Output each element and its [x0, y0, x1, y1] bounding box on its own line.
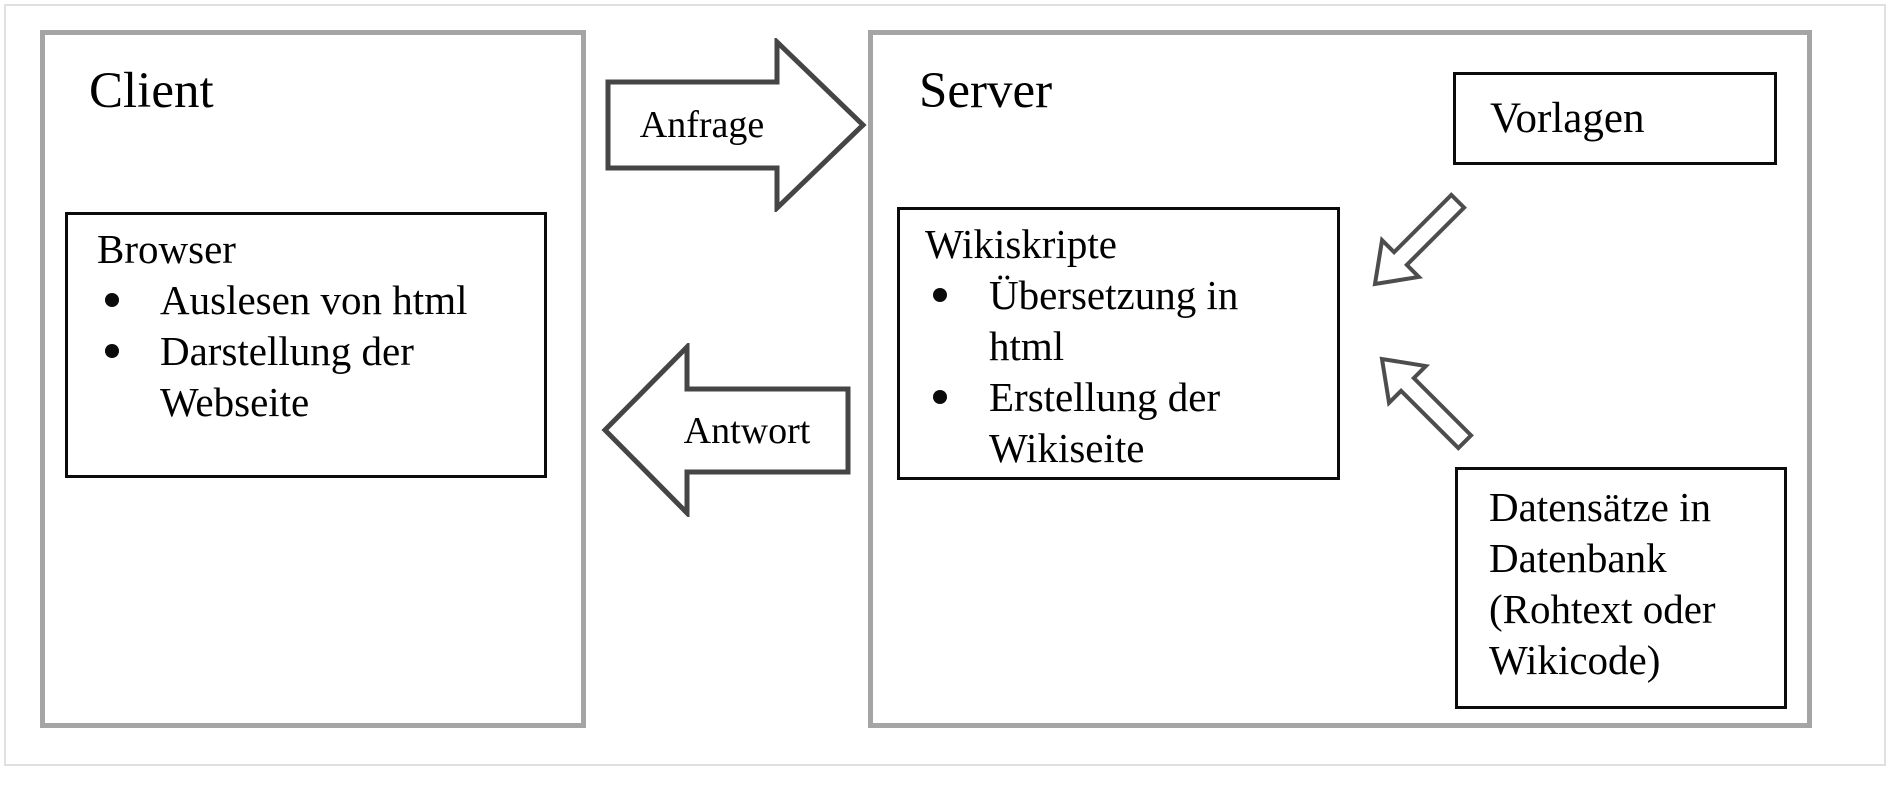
client-container: Client Browser Auslesen von html Darstel…	[40, 30, 586, 728]
wikiscripts-bullet-item: Erstellung der Wikiseite	[925, 372, 1302, 474]
browser-box: Browser Auslesen von html Darstellung de…	[65, 212, 547, 478]
wikiscripts-bullet-item: Übersetzung in html	[925, 270, 1302, 372]
wikiscripts-title: Wikiskripte	[925, 221, 1117, 267]
arrow-down-left-icon	[1372, 192, 1467, 287]
browser-title: Browser	[97, 226, 236, 272]
browser-bullet-item: Darstellung der Webseite	[97, 326, 509, 428]
response-arrow-label: Antwort	[683, 409, 811, 452]
datasets-box: Datensätze in Datenbank (Rohtext oder Wi…	[1455, 467, 1787, 709]
templates-to-wikiscripts-arrow	[1351, 178, 1481, 308]
browser-bullet-list: Auslesen von html Darstellung der Websei…	[97, 275, 534, 428]
client-title: Client	[89, 63, 214, 119]
request-arrow-label: Anfrage	[639, 104, 765, 146]
wikiscripts-bullet-list: Übersetzung in html Erstellung der Wikis…	[925, 270, 1327, 474]
browser-bullet-item: Auslesen von html	[97, 275, 509, 326]
response-arrow: Antwort	[601, 343, 851, 517]
datasets-label: Datensätze in Datenbank (Rohtext oder Wi…	[1489, 484, 1716, 683]
server-container: Server Wikiskripte Übersetzung in html E…	[868, 30, 1812, 728]
request-arrow: Anfrage	[605, 38, 867, 212]
datasets-to-wikiscripts-arrow	[1358, 335, 1488, 465]
templates-box: Vorlagen	[1453, 72, 1777, 165]
arrow-up-left-icon	[1379, 356, 1474, 451]
server-title: Server	[919, 63, 1053, 119]
arrow-left-icon	[601, 343, 851, 517]
templates-label: Vorlagen	[1490, 95, 1645, 142]
wikiscripts-box: Wikiskripte Übersetzung in html Erstellu…	[897, 207, 1340, 480]
arrow-right-icon	[605, 38, 867, 212]
